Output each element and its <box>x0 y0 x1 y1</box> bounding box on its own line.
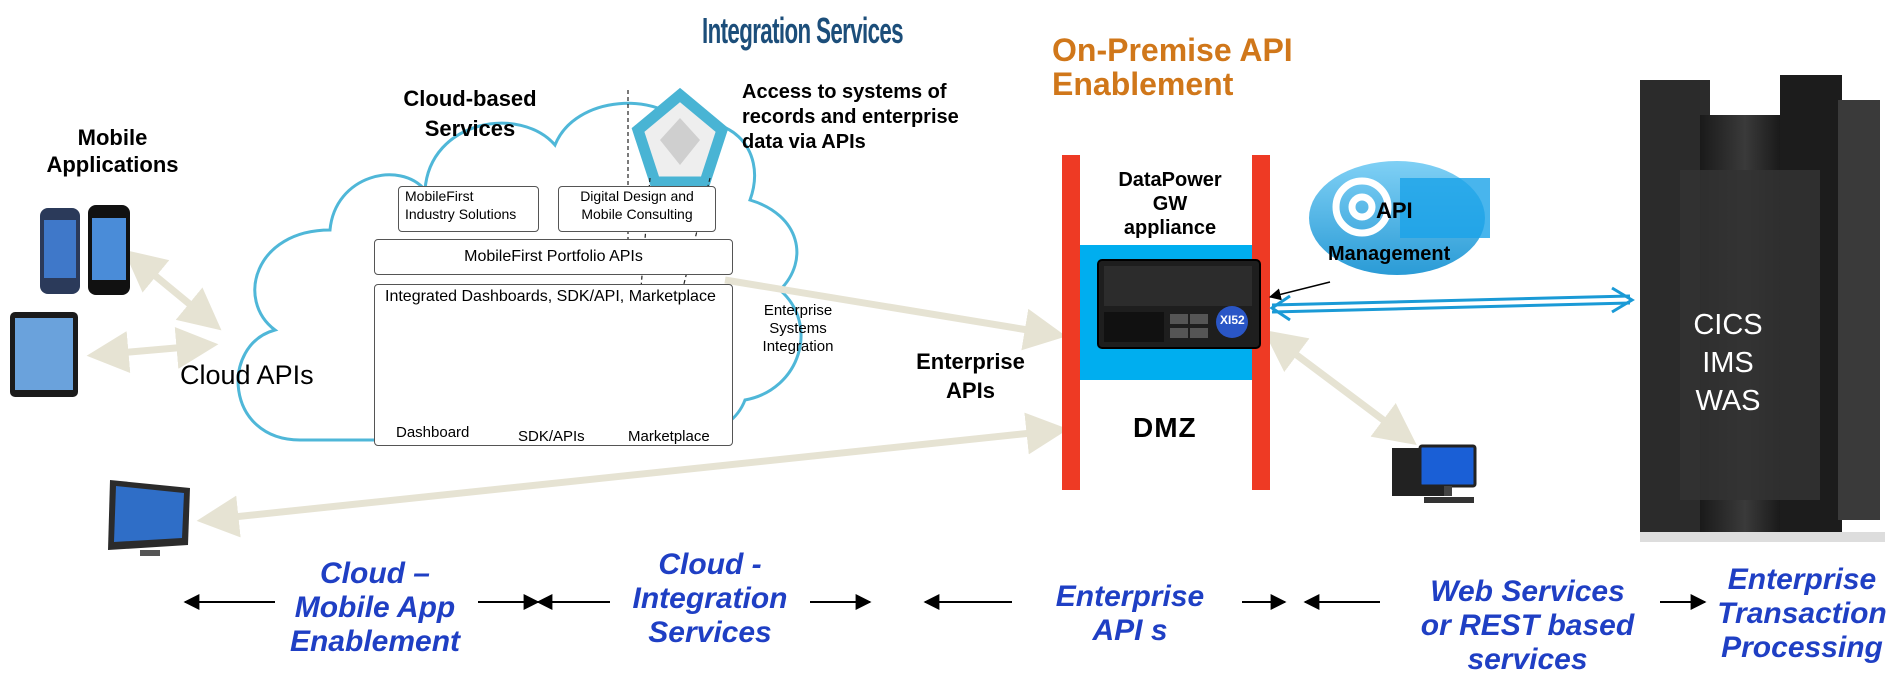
access-note-line2: records and enterprise <box>742 106 959 128</box>
on-premise-text: On-Premise API Enablement <box>1052 32 1293 102</box>
cloud-mobile-enablement-label: Cloud – Mobile App Enablement <box>275 557 475 659</box>
digital-design-box: Digital Design and Mobile Consulting <box>558 186 716 232</box>
eapi-line1: Enterprise <box>1055 580 1205 613</box>
mobilefirst-industry-box: MobileFirst Industry Solutions <box>398 186 539 232</box>
cloud-title-line1: Cloud-based <box>403 86 537 111</box>
firewall-left <box>1062 155 1080 490</box>
desktop-computer-icon <box>1392 444 1477 503</box>
on-premise-title: On-Premise API Enablement <box>1052 33 1372 101</box>
etp-line1: Enterprise <box>1727 563 1877 596</box>
enterprise-apis-line1: Enterprise <box>916 349 1025 374</box>
cis-line3: Services <box>648 616 772 649</box>
mobile-label-line2: Applications <box>46 152 179 177</box>
thumb-dashboard-label: Dashboard <box>396 424 470 441</box>
integrated-dashboards-title: Integrated Dashboards, SDK/API, Marketpl… <box>385 288 716 305</box>
server-line3: WAS <box>1695 385 1761 417</box>
digital-line2: Mobile Consulting <box>581 206 693 222</box>
server-label: CICS IMS WAS <box>1683 306 1773 420</box>
datapower-appliance <box>1097 259 1261 349</box>
cme-line1: Cloud – <box>320 557 430 590</box>
datapower-line1: DataPower <box>1118 169 1222 191</box>
mainframe-link <box>1269 286 1635 322</box>
ws-line2: or REST based <box>1420 609 1635 642</box>
cme-line2: Mobile App <box>294 591 456 624</box>
mobilefirst-line2: Industry Solutions <box>405 206 517 222</box>
connector-arrows <box>86 249 1417 538</box>
gear-icon <box>1332 177 1392 237</box>
integration-services-title: Integration Services <box>702 10 904 51</box>
mobile-label-line1: Mobile <box>77 125 148 150</box>
api-label: API <box>1376 198 1413 223</box>
enterprise-apis-label: Enterprise APIs <box>898 347 1043 405</box>
datapower-line3: appliance <box>1123 217 1217 239</box>
cme-line3: Enablement <box>289 625 461 658</box>
mobilefirst-line1: MobileFirst <box>405 188 474 204</box>
server-line2: IMS <box>1702 347 1754 379</box>
enterprise-systems-integration-label: Enterprise Systems Integration <box>748 302 848 356</box>
esi-line2: Systems <box>769 320 827 337</box>
ws-line3: services <box>1467 643 1588 676</box>
etp-line2: Transaction <box>1717 597 1887 630</box>
phones-icon <box>40 205 130 295</box>
access-note-line1: Access to systems of <box>742 81 947 103</box>
eapi-line2: API s <box>1092 614 1168 647</box>
enterprise-apis-line2: APIs <box>946 378 995 403</box>
enterprise-api-label: Enterprise API s <box>1030 580 1230 648</box>
esi-line3: Integration <box>762 338 834 355</box>
cloud-integration-services-label: Cloud - Integration Services <box>610 548 810 650</box>
management-label: Management <box>1328 243 1451 265</box>
access-note-line3: data via APIs <box>742 131 866 153</box>
thumb-sdk-label: SDK/APIs <box>518 428 585 445</box>
esi-line1: Enterprise <box>763 302 833 319</box>
appliance-badge: XI52 <box>1220 313 1245 327</box>
cloud-title-line2: Services <box>424 116 516 141</box>
enterprise-transaction-processing-label: Enterprise Transaction Processing <box>1705 563 1899 665</box>
thumb-marketplace-label: Marketplace <box>628 428 710 445</box>
dmz-label: DMZ <box>1133 412 1197 443</box>
cis-line2: Integration <box>632 582 788 615</box>
mobilefirst-portfolio-box: MobileFirst Portfolio APIs <box>374 239 733 275</box>
tv-icon <box>108 480 190 556</box>
ws-line1: Web Services <box>1430 575 1625 608</box>
tablet-icon <box>10 312 78 397</box>
cloud-based-services-label: Cloud-based Services <box>375 84 565 144</box>
digital-line1: Digital Design and <box>580 188 694 204</box>
web-services-label: Web Services or REST based services <box>1400 575 1655 677</box>
datapower-label: DataPower GW appliance <box>1095 168 1245 240</box>
integrated-dashboards-box: Integrated Dashboards, SDK/API, Marketpl… <box>374 284 733 446</box>
cis-line1: Cloud - <box>658 548 762 581</box>
cloud-apis-label: Cloud APIs <box>180 360 314 390</box>
mobile-applications-label: Mobile Applications <box>25 124 200 178</box>
mainframe-servers <box>1640 75 1885 542</box>
server-line1: CICS <box>1693 309 1763 341</box>
access-note: Access to systems of records and enterpr… <box>742 80 959 155</box>
dashed-guide-lines <box>627 90 711 301</box>
etp-line3: Processing <box>1721 631 1883 664</box>
datapower-line2: GW <box>1152 193 1188 215</box>
